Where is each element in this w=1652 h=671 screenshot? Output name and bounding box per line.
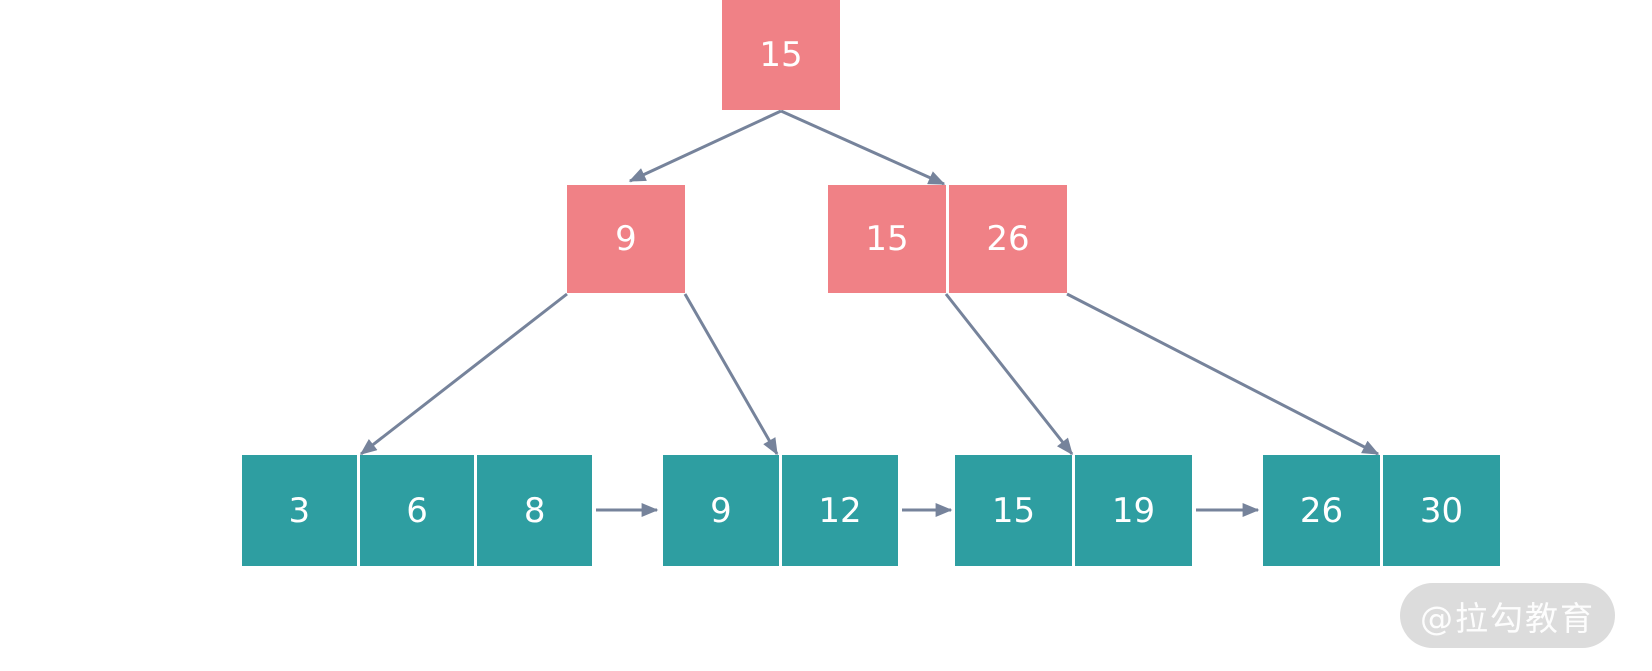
tree-edge-internal-9-to-leaf-9-12 — [683, 293, 779, 456]
tree-edge-internal-9-to-leaf-3-6-8 — [359, 292, 568, 456]
leaf-node-cell: 12 — [782, 455, 898, 566]
tree-node-internal-9: 9 — [567, 185, 685, 293]
leaf-node-cell: 30 — [1383, 455, 1500, 566]
internal-node-cell: 15 — [828, 185, 946, 293]
leaf-node-cell: 19 — [1075, 455, 1192, 566]
tree-edge-root-to-internal-9 — [628, 109, 782, 183]
leaf-node-cell: 8 — [477, 455, 593, 566]
watermark-badge: @拉勾教育 — [1400, 583, 1615, 648]
leaf-node-cell: 9 — [663, 455, 779, 566]
internal-node-cell: 26 — [949, 185, 1067, 293]
tree-edge-internal-15-26-to-leaf-15-19 — [944, 293, 1074, 456]
tree-node-root: 15 — [722, 0, 840, 110]
tree-edge-root-to-internal-15-26 — [780, 109, 946, 186]
internal-node-cell: 9 — [567, 185, 685, 293]
leaf-node-cell: 26 — [1263, 455, 1380, 566]
watermark-label: @拉勾教育 — [1420, 598, 1595, 638]
tree-edge-internal-15-26-to-leaf-26-30 — [1066, 292, 1380, 456]
internal-node-cell: 15 — [722, 0, 840, 110]
leaf-node-cell: 3 — [242, 455, 357, 566]
leaf-node-cell: 6 — [359, 455, 475, 566]
leaf-node-cell: 15 — [955, 455, 1072, 566]
